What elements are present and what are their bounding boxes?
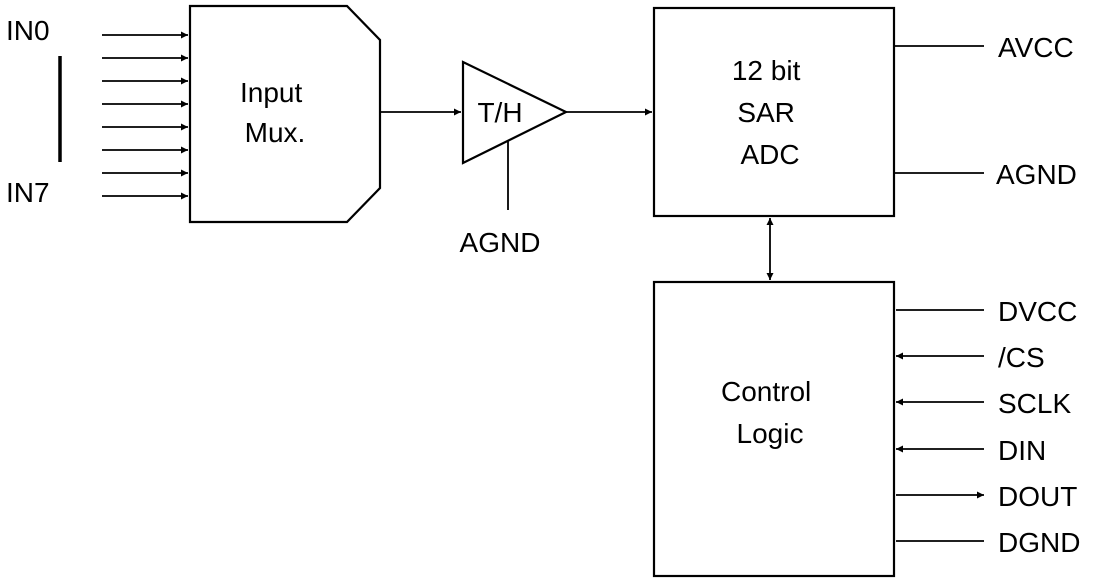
adc-label: 12 bit SAR ADC: [732, 55, 808, 170]
mux-label-line-1: Input: [240, 77, 302, 108]
control-pin-label: SCLK: [998, 388, 1071, 419]
input-mux-block: [188, 4, 382, 224]
input-label-first: IN0: [6, 15, 50, 46]
mux-label-line-2: Mux.: [245, 117, 306, 148]
control-pin-label: DIN: [998, 435, 1046, 466]
mux-label: Input Mux.: [240, 77, 310, 148]
track-hold-ground-label: AGND: [460, 227, 541, 258]
control-pin-label: DVCC: [998, 296, 1077, 327]
input-arrows: [102, 31, 188, 200]
control-pin-label: /CS: [998, 342, 1045, 373]
control-label-line-2: Logic: [737, 418, 804, 449]
sar-adc-block: [652, 6, 896, 218]
control-pin-label: DGND: [998, 527, 1080, 558]
control-logic-block: [652, 280, 896, 578]
track-hold-amplifier: [461, 60, 569, 165]
control-label: Control Logic: [721, 376, 819, 449]
avcc-label: AVCC: [998, 32, 1074, 63]
track-hold-label: T/H: [477, 97, 522, 128]
control-pin-label: DOUT: [998, 481, 1077, 512]
control-label-line-1: Control: [721, 376, 811, 407]
adc-label-line-3: ADC: [740, 139, 799, 170]
adc-agnd-label: AGND: [996, 159, 1077, 190]
input-label-last: IN7: [6, 177, 50, 208]
adc-label-line-1: 12 bit: [732, 55, 801, 86]
control-pins: DVCC/CS SCLK DIN DOUT DGND: [896, 296, 1080, 558]
adc-label-line-2: SAR: [737, 97, 795, 128]
